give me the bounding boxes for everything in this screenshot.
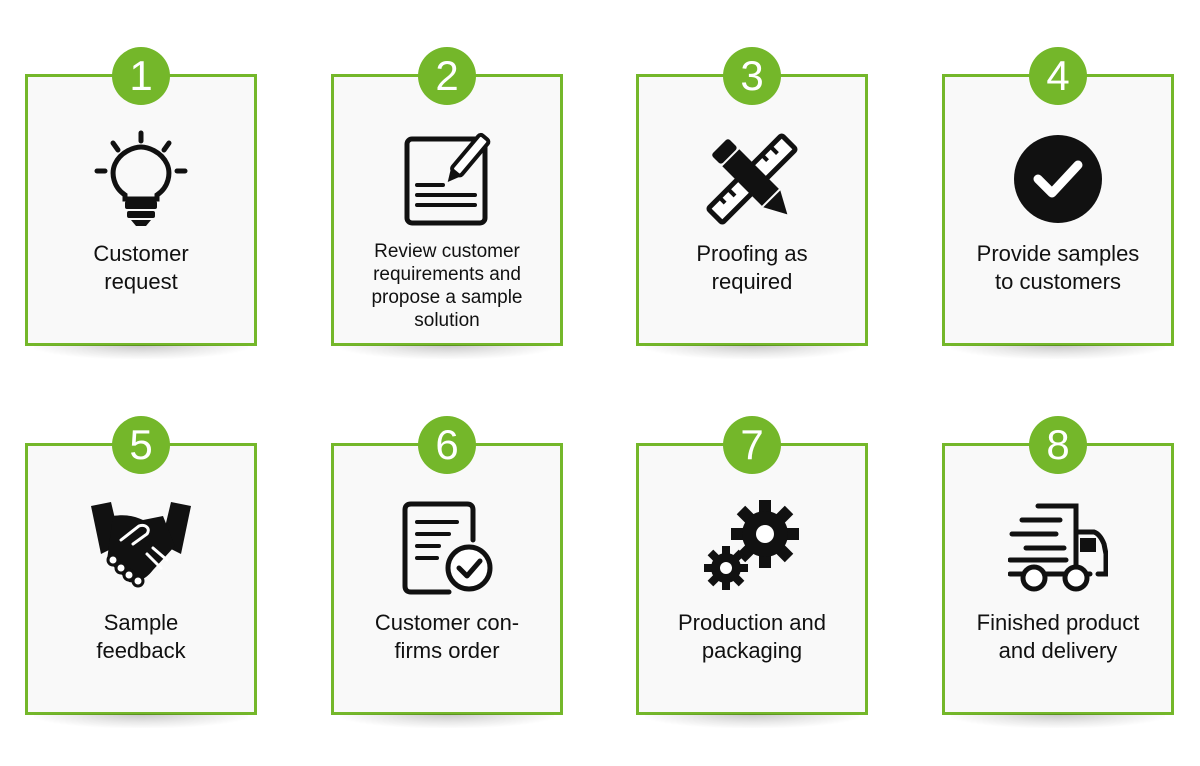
step-4: 4 Provide samples to customers — [942, 47, 1174, 359]
step-5: 5 Sample feedback — [25, 416, 257, 728]
pencil-ruler-icon — [702, 129, 802, 229]
document-pen-icon — [397, 129, 497, 229]
step-number-badge: 6 — [418, 416, 476, 474]
handshake-icon — [91, 498, 191, 598]
document-check-icon — [397, 498, 497, 598]
step-label: Customer con- firms order — [374, 610, 520, 663]
step-2: 2 Review customer requirements and propo… — [331, 47, 563, 359]
step-number-badge: 7 — [723, 416, 781, 474]
step-label: Finished product and delivery — [976, 610, 1140, 663]
delivery-truck-icon — [1008, 498, 1108, 598]
checkmark-circle-icon — [1008, 129, 1108, 229]
step-3: 3 Proofing as required — [636, 47, 868, 359]
step-label: Production and packaging — [678, 610, 826, 663]
step-label: Sample feedback — [96, 610, 186, 663]
gears-icon — [702, 498, 802, 598]
step-number-badge: 1 — [112, 47, 170, 105]
step-label: Provide samples to customers — [976, 241, 1140, 294]
step-label: Customer request — [93, 241, 189, 294]
step-8: 8 Finished product and delivery — [942, 416, 1174, 728]
step-label: Review customer requirements and propose… — [371, 241, 523, 331]
step-7: 7 — [636, 416, 868, 728]
step-number-badge: 2 — [418, 47, 476, 105]
step-1: 1 Customer request — [25, 47, 257, 359]
step-number-badge: 3 — [723, 47, 781, 105]
lightbulb-icon — [91, 129, 191, 229]
step-6: 6 Customer con- firms order — [331, 416, 563, 728]
step-number-badge: 4 — [1029, 47, 1087, 105]
step-number-badge: 5 — [112, 416, 170, 474]
step-number-badge: 8 — [1029, 416, 1087, 474]
step-label: Proofing as required — [696, 241, 808, 294]
